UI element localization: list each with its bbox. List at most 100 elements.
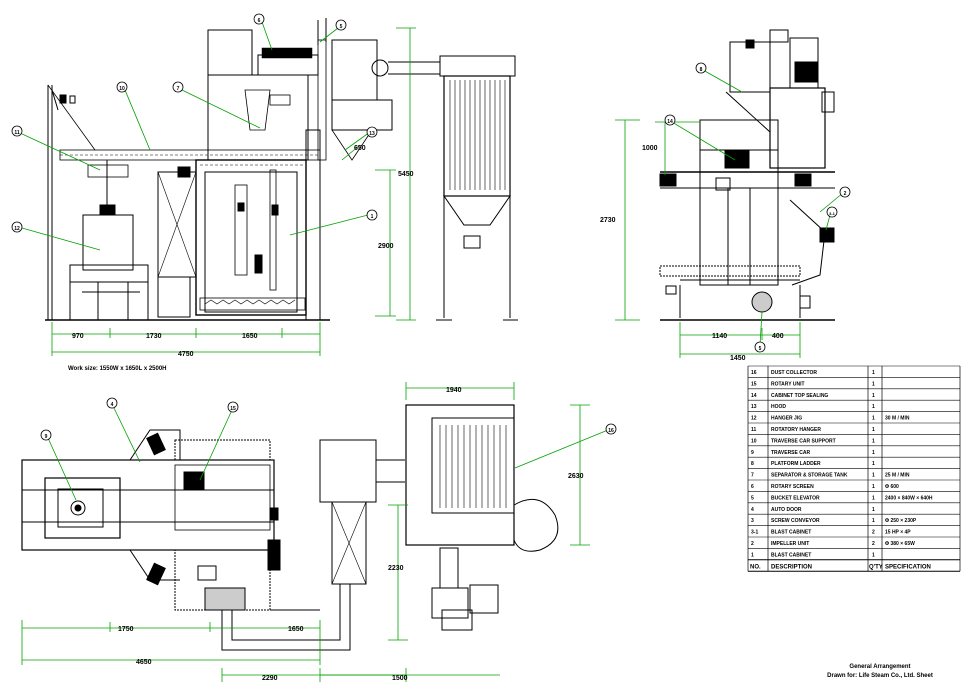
side-dimensions [615,119,801,358]
table-header-no: NO. [750,564,761,570]
table-cell-qty: 1 [872,438,875,444]
table-cell-desc: DUST COLLECTOR [771,370,817,376]
table-cell-qty: 1 [872,450,875,456]
table-cell-qty: 1 [872,404,875,410]
callout-side-3-1 [826,206,838,218]
table-cell-desc: CABINET TOP SEALING [771,393,828,399]
table-cell-no: 3-1 [751,530,758,536]
table-header-desc: DESCRIPTION [771,564,812,570]
svg-text:1: 1 [371,214,374,220]
table-cell-desc: ROTARY SCREEN [771,484,814,490]
table-cell-qty: 1 [872,461,875,467]
table-cell-no: 13 [751,404,757,410]
table-cell-no: 8 [751,461,754,467]
callout-1 [366,209,378,221]
callout-5 [335,19,347,31]
callout-13 [366,126,378,138]
table-cell-desc: BUCKET ELEVATOR [771,495,820,501]
dim-5450: 5450 [398,171,414,178]
callout-side-8 [695,62,707,74]
dim-plan-2230: 2230 [388,565,404,572]
svg-text:14: 14 [667,119,673,125]
callout-plan-16 [605,423,617,435]
table-cell-spec: Φ 380 × 65W [885,541,915,547]
table-cell-qty: 2 [872,530,875,536]
table-cell-qty: 1 [872,393,875,399]
table-cell-no: 14 [751,393,757,399]
dim-plan-1500: 1500 [392,675,408,682]
callout-side-14 [664,114,676,126]
svg-text:5: 5 [340,24,343,30]
dim-plan-1650: 1650 [288,626,304,633]
table-cell-qty: 1 [872,416,875,422]
svg-text:12: 12 [14,226,20,232]
title-line-1: General Arrangement [849,664,910,670]
svg-text:10: 10 [119,86,125,92]
table-cell-no: 10 [751,438,757,444]
side-elevation [659,29,835,321]
table-cell-qty: 1 [872,370,875,376]
svg-text:11: 11 [14,130,20,136]
dim-970: 970 [72,333,84,340]
table-cell-qty: 1 [872,473,875,479]
front-dimensions [51,27,416,356]
table-cell-qty: 1 [872,507,875,513]
table-cell-no: 15 [751,381,757,387]
svg-text:5: 5 [759,346,762,352]
dim-plan-2290: 2290 [262,675,278,682]
callout-10 [116,81,128,93]
callout-plan-15 [227,401,239,413]
plan-view [21,404,559,651]
dim-side-2730: 2730 [600,217,616,224]
table-cell-desc: TRAVERSE CAR [771,450,810,456]
dim-plan-1750: 1750 [118,626,134,633]
table-header-qty: Q'TY [869,564,883,570]
svg-text:16: 16 [608,428,614,434]
svg-text:15: 15 [230,406,236,412]
dim-plan-4650: 4650 [136,659,152,666]
dim-side-1140: 1140 [712,333,727,340]
callout-side-5 [754,341,766,353]
svg-text:8: 8 [700,67,703,73]
callout-side-2 [839,186,851,198]
table-cell-desc: IMPELLER UNIT [771,541,809,547]
dim-1730: 1730 [146,333,162,340]
table-cell-spec: 15 HP × 4P [885,530,911,536]
front-callouts [19,21,371,251]
table-cell-no: 2 [751,541,754,547]
work-size-note: Work size: 1550W x 1650L x 2500H [68,366,167,372]
table-cell-desc: HANGER JIG [771,416,802,422]
svg-text:13: 13 [369,131,375,137]
callout-12 [11,221,23,233]
table-cell-no: 11 [751,427,757,433]
callout-7 [172,81,184,93]
plan-callouts [47,405,609,501]
dim-650: 650 [354,145,366,152]
dim-plan-1940: 1940 [446,387,462,394]
dim-side-1450: 1450 [730,355,746,362]
dim-1650: 1650 [242,333,258,340]
dim-4750: 4750 [178,351,194,358]
title-line-2: Drawn for: Life Steam Co., Ltd. Sheet [827,673,933,679]
table-cell-no: 1 [751,552,754,558]
table-cell-desc: AUTO DOOR [771,507,802,513]
callout-plan-4 [106,397,118,409]
table-cell-desc: SCREW CONVEYOR [771,518,820,524]
svg-text:6: 6 [258,18,261,24]
dim-plan-2630: 2630 [568,473,584,480]
plan-dimensions [21,382,590,682]
callout-6 [253,13,265,25]
table-cell-qty: 1 [872,552,875,558]
svg-text:9: 9 [45,434,48,440]
svg-text:4: 4 [111,402,114,408]
table-cell-spec: 2400 × 840W × 640H [885,495,933,501]
table-cell-desc: HOOD [771,404,786,410]
svg-text:7: 7 [177,86,180,92]
svg-text:3-1: 3-1 [829,211,836,216]
table-cell-desc: BLAST CABINET [771,530,811,536]
table-cell-no: 3 [751,518,754,524]
callout-11 [11,125,23,137]
